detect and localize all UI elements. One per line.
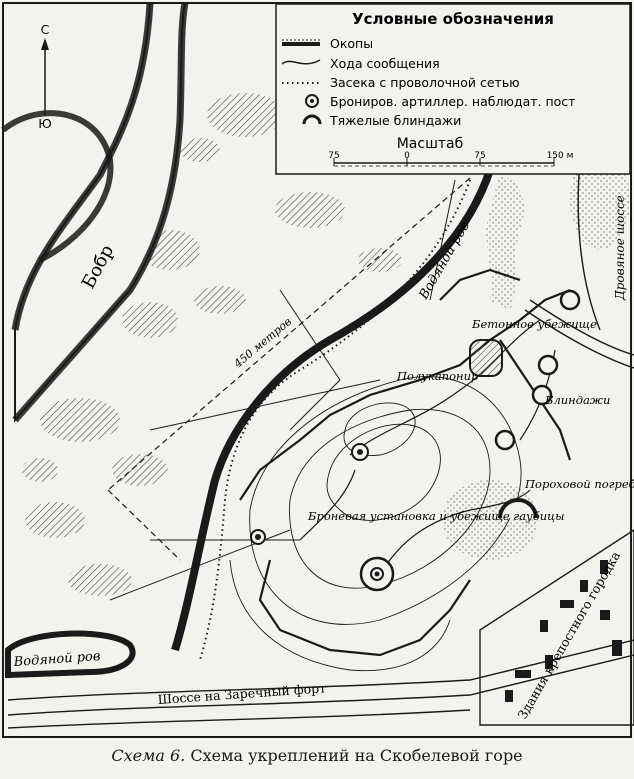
heavy-dugouts xyxy=(494,289,581,519)
scale-bar xyxy=(333,158,555,167)
label-moat-bottom: Водяной ров xyxy=(12,649,101,670)
legend: Условные обозначения Окопы Хода сообщени… xyxy=(275,3,631,175)
observation-posts xyxy=(250,443,395,592)
label-armored-install: Броневая установка и убежище гаубицы xyxy=(307,509,565,523)
marsh-patches xyxy=(22,93,402,596)
caption-number: Схема 6. xyxy=(111,746,186,765)
legend-title: Условные обозначения xyxy=(352,10,554,28)
label-caponier: Полукапонир xyxy=(396,369,479,383)
river-bobr xyxy=(1,2,189,423)
scale-tick-0: 0 xyxy=(404,151,410,161)
label-concrete-shelter: Бетонное убежище xyxy=(471,317,597,331)
legend-item-abatis: Засека с проволочной сетью xyxy=(330,75,520,90)
legend-item-trenches: Окопы xyxy=(330,36,373,51)
moat-bottom xyxy=(5,630,136,679)
abatis-wire xyxy=(199,179,471,661)
legend-item-observation-post: Брониров. артиллер. наблюдат. пост xyxy=(330,94,575,109)
scale-tick-75: 75 xyxy=(474,151,485,161)
fire-arrows xyxy=(109,179,456,601)
caption-text: Схема укреплений на Скобелевой горе xyxy=(190,746,523,765)
roads xyxy=(7,159,634,729)
label-log-road: Дровяное шоссе xyxy=(613,195,627,301)
scale-title: Масштаб xyxy=(397,136,464,152)
scale-tick-150: 150 м xyxy=(547,151,574,161)
moat-top xyxy=(171,168,494,652)
concrete-shelter xyxy=(469,339,503,377)
label-powder-magazine: Пороховой погреб xyxy=(524,477,634,491)
label-dugouts: Блиндажи xyxy=(544,393,610,407)
compass-north: С xyxy=(41,22,50,37)
compass: С Ю xyxy=(38,22,52,131)
compass-south: Ю xyxy=(38,116,52,131)
legend-item-passages: Хода сообщения xyxy=(330,56,440,71)
fortification-map: С Ю Условные обозначения Окопы Хода сооб… xyxy=(1,2,634,738)
scale-tick-minus75: 75 xyxy=(328,151,339,161)
figure-caption: Схема 6. Схема укреплений на Скобелевой … xyxy=(0,746,634,765)
fortress-town xyxy=(479,529,634,726)
legend-item-dugouts: Тяжелые блиндажи xyxy=(329,113,461,128)
